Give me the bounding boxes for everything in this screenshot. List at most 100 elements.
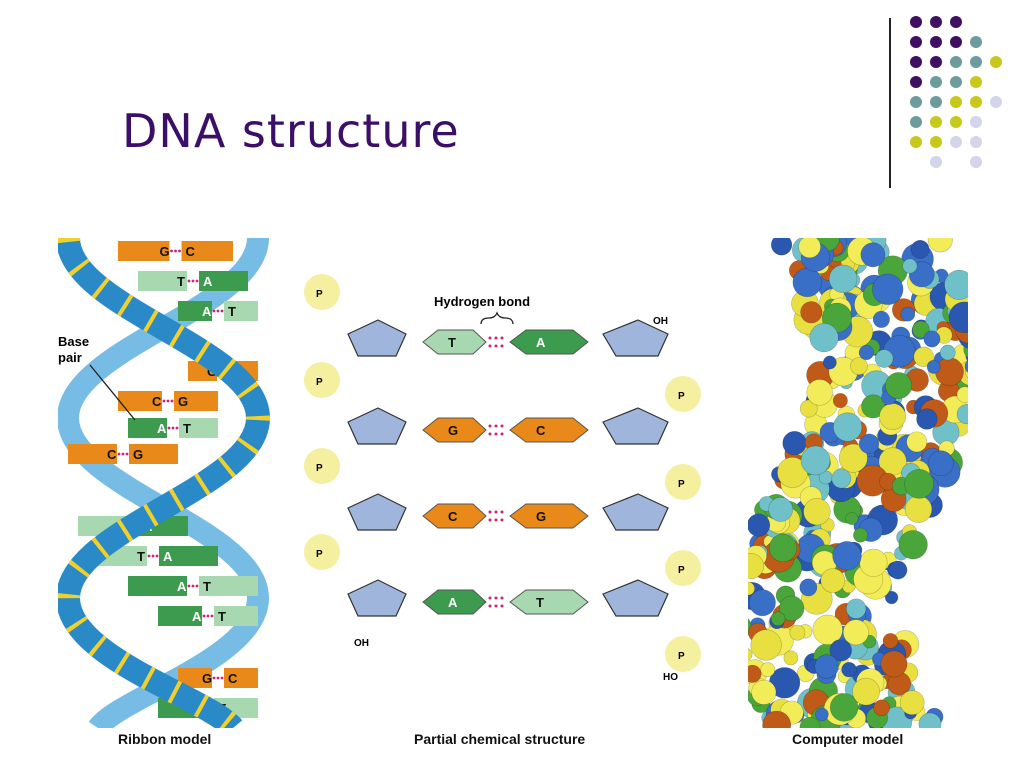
ribbon-base-right: C [228, 671, 238, 686]
atom-sphere [944, 269, 968, 300]
atom-sphere [748, 664, 762, 683]
atom-sphere [782, 430, 807, 456]
ho-bottom-label: HO [663, 672, 678, 683]
ribbon-base-right: T [203, 579, 211, 594]
atom-sphere [842, 619, 869, 646]
ribbon-base-left: T [177, 274, 185, 289]
deoxyribose-sugar [347, 319, 407, 357]
nucleobase-right [509, 329, 589, 355]
nucleobase-left [422, 417, 487, 443]
atom-sphere [809, 323, 839, 353]
deoxyribose-sugar [602, 407, 669, 445]
atom-sphere [800, 445, 831, 476]
atom-sphere [748, 648, 753, 661]
atom-sphere [833, 412, 863, 442]
atom-sphere [912, 320, 930, 339]
computer-model-caption: Computer model [792, 731, 904, 747]
chem-base-right: G [536, 509, 546, 524]
phosphate-group [665, 550, 701, 586]
chem-base-left: A [448, 595, 458, 610]
phosphate-P: P [316, 549, 323, 560]
chem-base-right: A [536, 335, 546, 350]
phosphate-P: P [678, 565, 685, 576]
decorative-dot-grid [910, 16, 1002, 168]
atom-sphere [838, 443, 868, 473]
atom-sphere [792, 267, 822, 298]
oh-bottom-label: OH [354, 638, 369, 649]
atom-sphere [956, 404, 968, 425]
nucleobase-right [509, 503, 589, 529]
ribbon-base-right: T [218, 609, 226, 624]
atom-sphere [858, 433, 880, 454]
atom-sphere [748, 552, 764, 580]
chem-base-right: C [536, 423, 546, 438]
deoxyribose-sugar [347, 493, 407, 531]
phosphate-P: P [678, 479, 685, 490]
base-pair-label-line2: pair [58, 350, 82, 365]
phosphate-group [304, 362, 340, 398]
atom-sphere [768, 533, 798, 563]
ribbon-base-left: A [157, 421, 167, 436]
atom-sphere [768, 497, 794, 522]
atom-sphere [803, 498, 831, 526]
atom-sphere [798, 238, 821, 259]
atom-sphere [898, 530, 928, 560]
base-pair-label: Base pair [58, 334, 89, 366]
atom-sphere [879, 403, 907, 431]
atom-sphere [829, 693, 859, 722]
atom-sphere [906, 431, 928, 453]
phosphate-P: P [316, 377, 323, 388]
atom-sphere [956, 386, 968, 403]
atom-sphere [902, 258, 918, 274]
atom-sphere [923, 330, 941, 348]
atom-sphere [815, 707, 829, 722]
phosphate-P: P [678, 391, 685, 402]
atom-sphere [888, 560, 908, 580]
phosphate-P: P [316, 289, 323, 300]
oh-top-label: OH [653, 316, 668, 327]
ribbon-base-left: T [137, 549, 145, 564]
atom-sphere [872, 310, 890, 328]
base-pair-pointer [89, 364, 136, 421]
atom-sphere [799, 578, 818, 597]
atom-sphere [829, 639, 852, 662]
atom-sphere [910, 239, 930, 259]
atom-sphere [799, 399, 818, 418]
atom-sphere [770, 611, 786, 627]
ribbon-base-right: G [178, 394, 188, 409]
atom-sphere [852, 677, 880, 706]
atom-sphere [814, 654, 839, 679]
deoxyribose-sugar [347, 579, 407, 617]
atom-sphere [874, 349, 894, 368]
phosphate-group [304, 274, 340, 310]
atom-sphere [904, 468, 935, 499]
ribbon-base-left: C [152, 394, 162, 409]
atom-sphere [831, 468, 852, 489]
atom-sphere [806, 379, 833, 406]
atom-sphere [850, 357, 868, 376]
atom-sphere [935, 357, 964, 387]
atom-sphere [948, 301, 968, 333]
atom-sphere [760, 662, 776, 678]
ribbon-base-left: A [192, 609, 202, 624]
atom-sphere [904, 495, 933, 523]
computer-model-figure [748, 238, 968, 728]
nucleobase-left [422, 329, 487, 355]
atom-sphere [873, 699, 890, 717]
atom-sphere [832, 541, 862, 571]
ribbon-model-caption: Ribbon model [118, 731, 212, 747]
atom-sphere [748, 589, 776, 617]
atom-sphere [899, 690, 925, 716]
atom-sphere [853, 527, 868, 543]
